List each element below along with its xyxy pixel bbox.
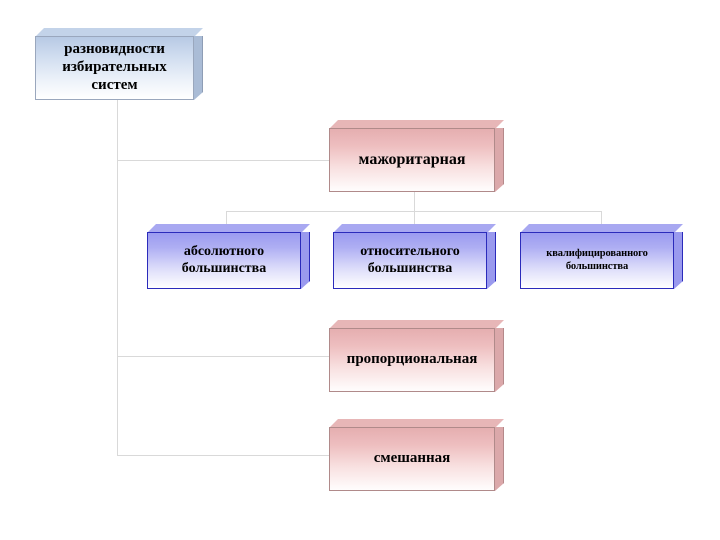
connector-to-majoritarian <box>117 160 331 161</box>
connector-to-mixed <box>117 455 331 456</box>
connector-drop-absolute <box>226 211 227 225</box>
node-mixed-side-face <box>495 427 504 491</box>
node-majoritarian-side-face <box>495 128 504 192</box>
node-majoritarian-label: мажоритарная <box>329 128 495 192</box>
node-root-side-face <box>194 36 203 100</box>
node-absolute-majority-label: абсолютного большинства <box>147 232 301 289</box>
node-absolute-majority[interactable]: абсолютного большинства <box>147 224 310 289</box>
node-qualified-majority-text: квалифицированного большинства <box>546 248 648 272</box>
node-root[interactable]: разновидности избирательных систем <box>35 28 203 100</box>
node-proportional-text: пропорциональная <box>346 351 478 368</box>
node-mixed[interactable]: смешанная <box>329 419 504 491</box>
node-proportional-side-face <box>495 328 504 392</box>
node-qualified-majority-label: квалифицированного большинства <box>520 232 674 289</box>
node-root-label: разновидности избирательных систем <box>35 36 194 100</box>
connector-to-proportional <box>117 356 331 357</box>
node-absolute-majority-side-face <box>301 232 310 289</box>
node-relative-majority[interactable]: относительного большинства <box>333 224 496 289</box>
node-mixed-label: смешанная <box>329 427 495 491</box>
node-qualified-majority[interactable]: квалифицированного большинства <box>520 224 683 289</box>
node-relative-majority-label: относительного большинства <box>333 232 487 289</box>
node-proportional-label: пропорциональная <box>329 328 495 392</box>
node-relative-majority-text: относительного большинства <box>360 243 460 276</box>
connector-trunk-vertical <box>117 98 118 456</box>
node-mixed-text: смешанная <box>373 450 451 467</box>
node-proportional[interactable]: пропорциональная <box>329 320 504 392</box>
node-majoritarian[interactable]: мажоритарная <box>329 120 504 192</box>
connector-drop-relative <box>414 211 415 225</box>
node-qualified-majority-side-face <box>674 232 683 289</box>
node-relative-majority-side-face <box>487 232 496 289</box>
node-root-text: разновидности избирательных систем <box>62 41 167 93</box>
connector-drop-qualified <box>601 211 602 225</box>
node-absolute-majority-text: абсолютного большинства <box>181 243 267 276</box>
connector-majoritarian-stem <box>414 191 415 211</box>
node-majoritarian-text: мажоритарная <box>358 150 466 168</box>
